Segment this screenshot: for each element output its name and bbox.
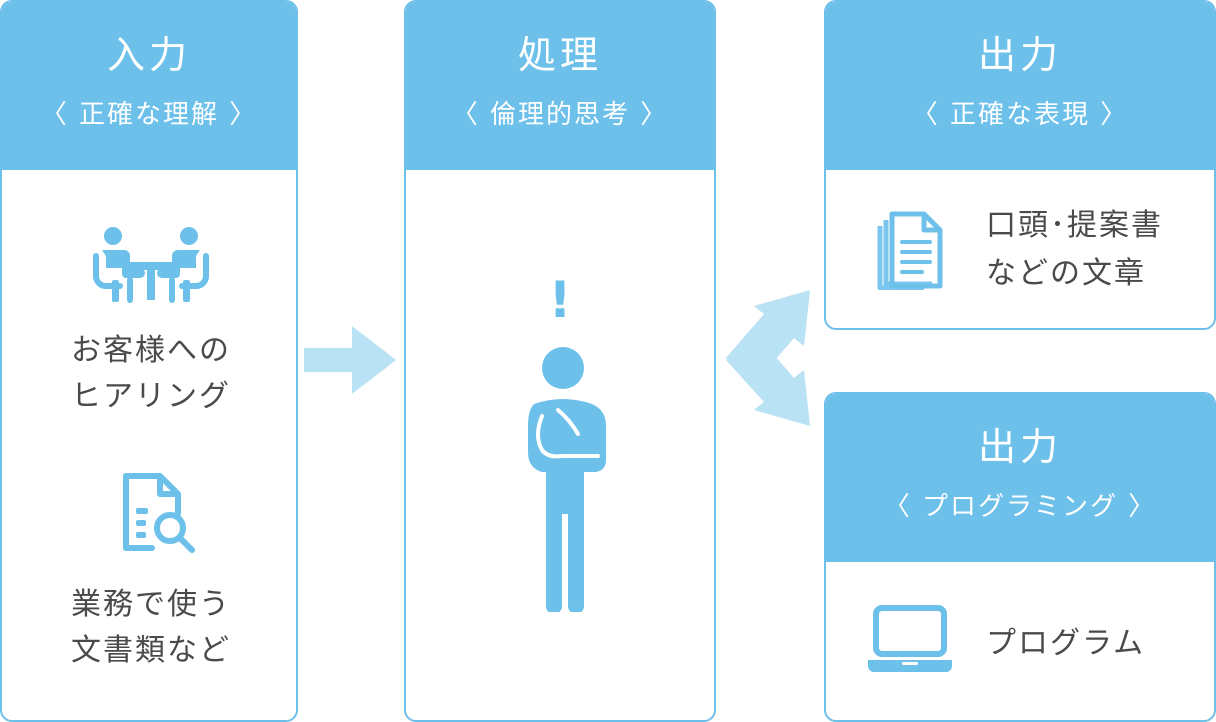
output-doc-text: 口頭･提案書 などの文章 — [986, 202, 1163, 298]
output-prog-card: 出力 〈 プログラミング 〉 プログラム — [824, 392, 1216, 722]
output-prog-text: プログラム — [986, 626, 1146, 661]
input-subtitle: 〈 正確な理解 〉 — [40, 100, 258, 130]
documents-icon — [877, 211, 943, 290]
flow-arrow-right-icon — [304, 326, 396, 394]
input-item2-text: 業務で使う 文書類など — [2, 582, 296, 674]
output-prog-subtitle: 〈 プログラミング 〉 — [883, 492, 1157, 522]
flow-arrow-split-icon — [726, 290, 810, 426]
input-item1-text: お客様への ヒアリング — [2, 328, 296, 420]
input-card-header: 入力 〈 正確な理解 〉 — [2, 2, 296, 170]
exclamation-mark: ! — [548, 271, 572, 329]
input-item2-line2: 文書類など — [71, 633, 231, 668]
process-card-header: 処理 〈 倫理的思考 〉 — [406, 2, 714, 170]
meeting-people-icon — [93, 227, 209, 303]
output-doc-card-header: 出力 〈 正確な表現 〉 — [826, 2, 1214, 170]
output-doc-line2: などの文章 — [986, 256, 1146, 291]
output-doc-title: 出力 — [977, 33, 1062, 77]
output-doc-card: 出力 〈 正確な表現 〉 口頭･提案書 などの文章 — [824, 0, 1216, 330]
output-doc-line1: 口頭･提案書 — [986, 208, 1163, 243]
input-card: 入力 〈 正確な理解 〉 お客様への ヒアリング — [0, 0, 298, 722]
process-card: 処理 〈 倫理的思考 〉 ! — [404, 0, 716, 722]
input-item1-line2: ヒアリング — [71, 379, 231, 414]
process-title: 処理 — [517, 33, 602, 77]
input-item2-line1: 業務で使う — [71, 587, 231, 622]
output-prog-title: 出力 — [977, 425, 1062, 469]
thinking-person-icon — [528, 347, 606, 612]
input-item1-line1: お客様への — [71, 333, 231, 368]
laptop-icon — [868, 605, 952, 672]
input-title: 入力 — [106, 33, 191, 77]
output-prog-card-header: 出力 〈 プログラミング 〉 — [826, 394, 1214, 562]
document-search-icon — [123, 473, 195, 553]
output-doc-subtitle: 〈 正確な表現 〉 — [911, 100, 1129, 130]
process-subtitle: 〈 倫理的思考 〉 — [451, 100, 669, 130]
